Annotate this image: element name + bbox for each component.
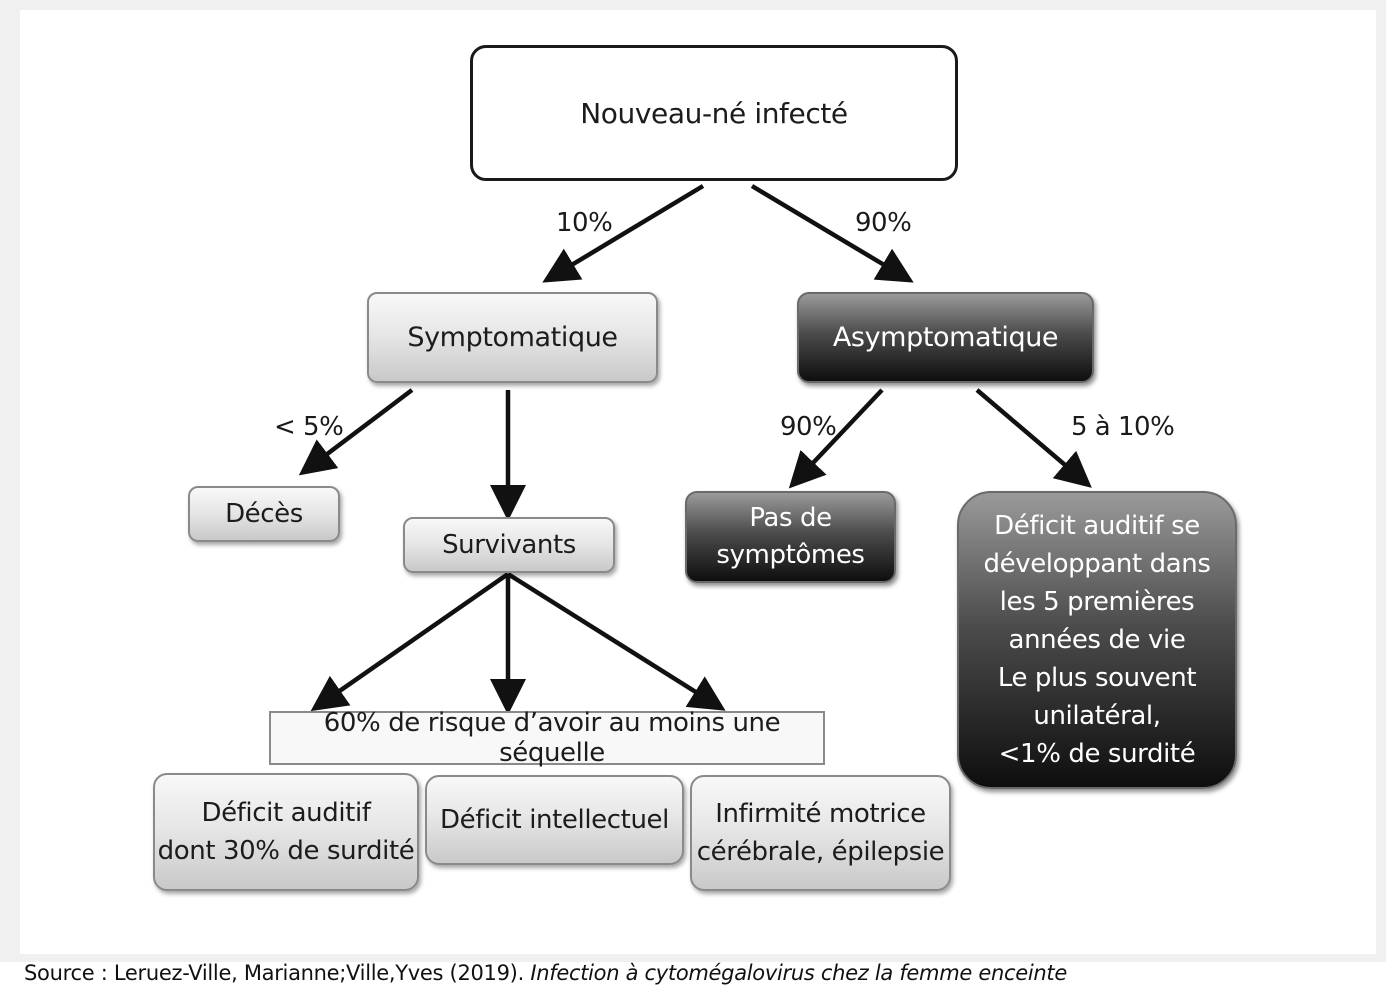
node-sequela-intellectual: Déficit intellectuel	[425, 775, 684, 865]
source-caption: Source : Leruez-Ville, Marianne;Ville,Yv…	[24, 961, 1067, 985]
label-death-share: < 5%	[274, 412, 344, 442]
arrow-asymptomatic-to-hearing	[975, 388, 1092, 488]
node-sequela-motor: Infirmité motrice cérébrale, épilepsie	[690, 775, 951, 891]
arrow-survivors-to-left	[310, 572, 510, 712]
arrow-survivors-to-right	[506, 572, 726, 711]
label-hearing-share: 5 à 10%	[1071, 412, 1175, 442]
arrow-root-to-symptomatic	[542, 184, 705, 283]
arrow-symptomatic-to-death	[298, 388, 414, 476]
node-sequela-hearing: Déficit auditif dont 30% de surdité	[153, 773, 419, 891]
label-no-symptoms-share: 90%	[780, 412, 837, 442]
arrow-layer	[298, 184, 1092, 715]
node-death: Décès	[188, 486, 340, 542]
node-no-symptoms: Pas de symptômes	[685, 491, 896, 583]
node-late-hearing-deficit: Déficit auditif se développant dans les …	[957, 491, 1237, 789]
risk-banner: 60% de risque d’avoir au moins une séque…	[269, 708, 825, 768]
label-symptomatic-share: 10%	[556, 208, 613, 238]
arrow-asymptomatic-to-no-symptoms	[788, 388, 884, 489]
node-symptomatic: Symptomatique	[367, 292, 658, 383]
label-asymptomatic-share: 90%	[855, 208, 912, 238]
source-prefix: Source : Leruez-Ville, Marianne;Ville,Yv…	[24, 961, 531, 985]
node-survivors: Survivants	[403, 517, 615, 573]
node-infected-newborn: Nouveau-né infecté	[470, 45, 958, 181]
node-asymptomatic: Asymptomatique	[797, 292, 1094, 383]
arrow-root-to-asymptomatic	[750, 184, 914, 283]
source-title: Infection à cytomégalovirus chez la femm…	[530, 961, 1067, 985]
